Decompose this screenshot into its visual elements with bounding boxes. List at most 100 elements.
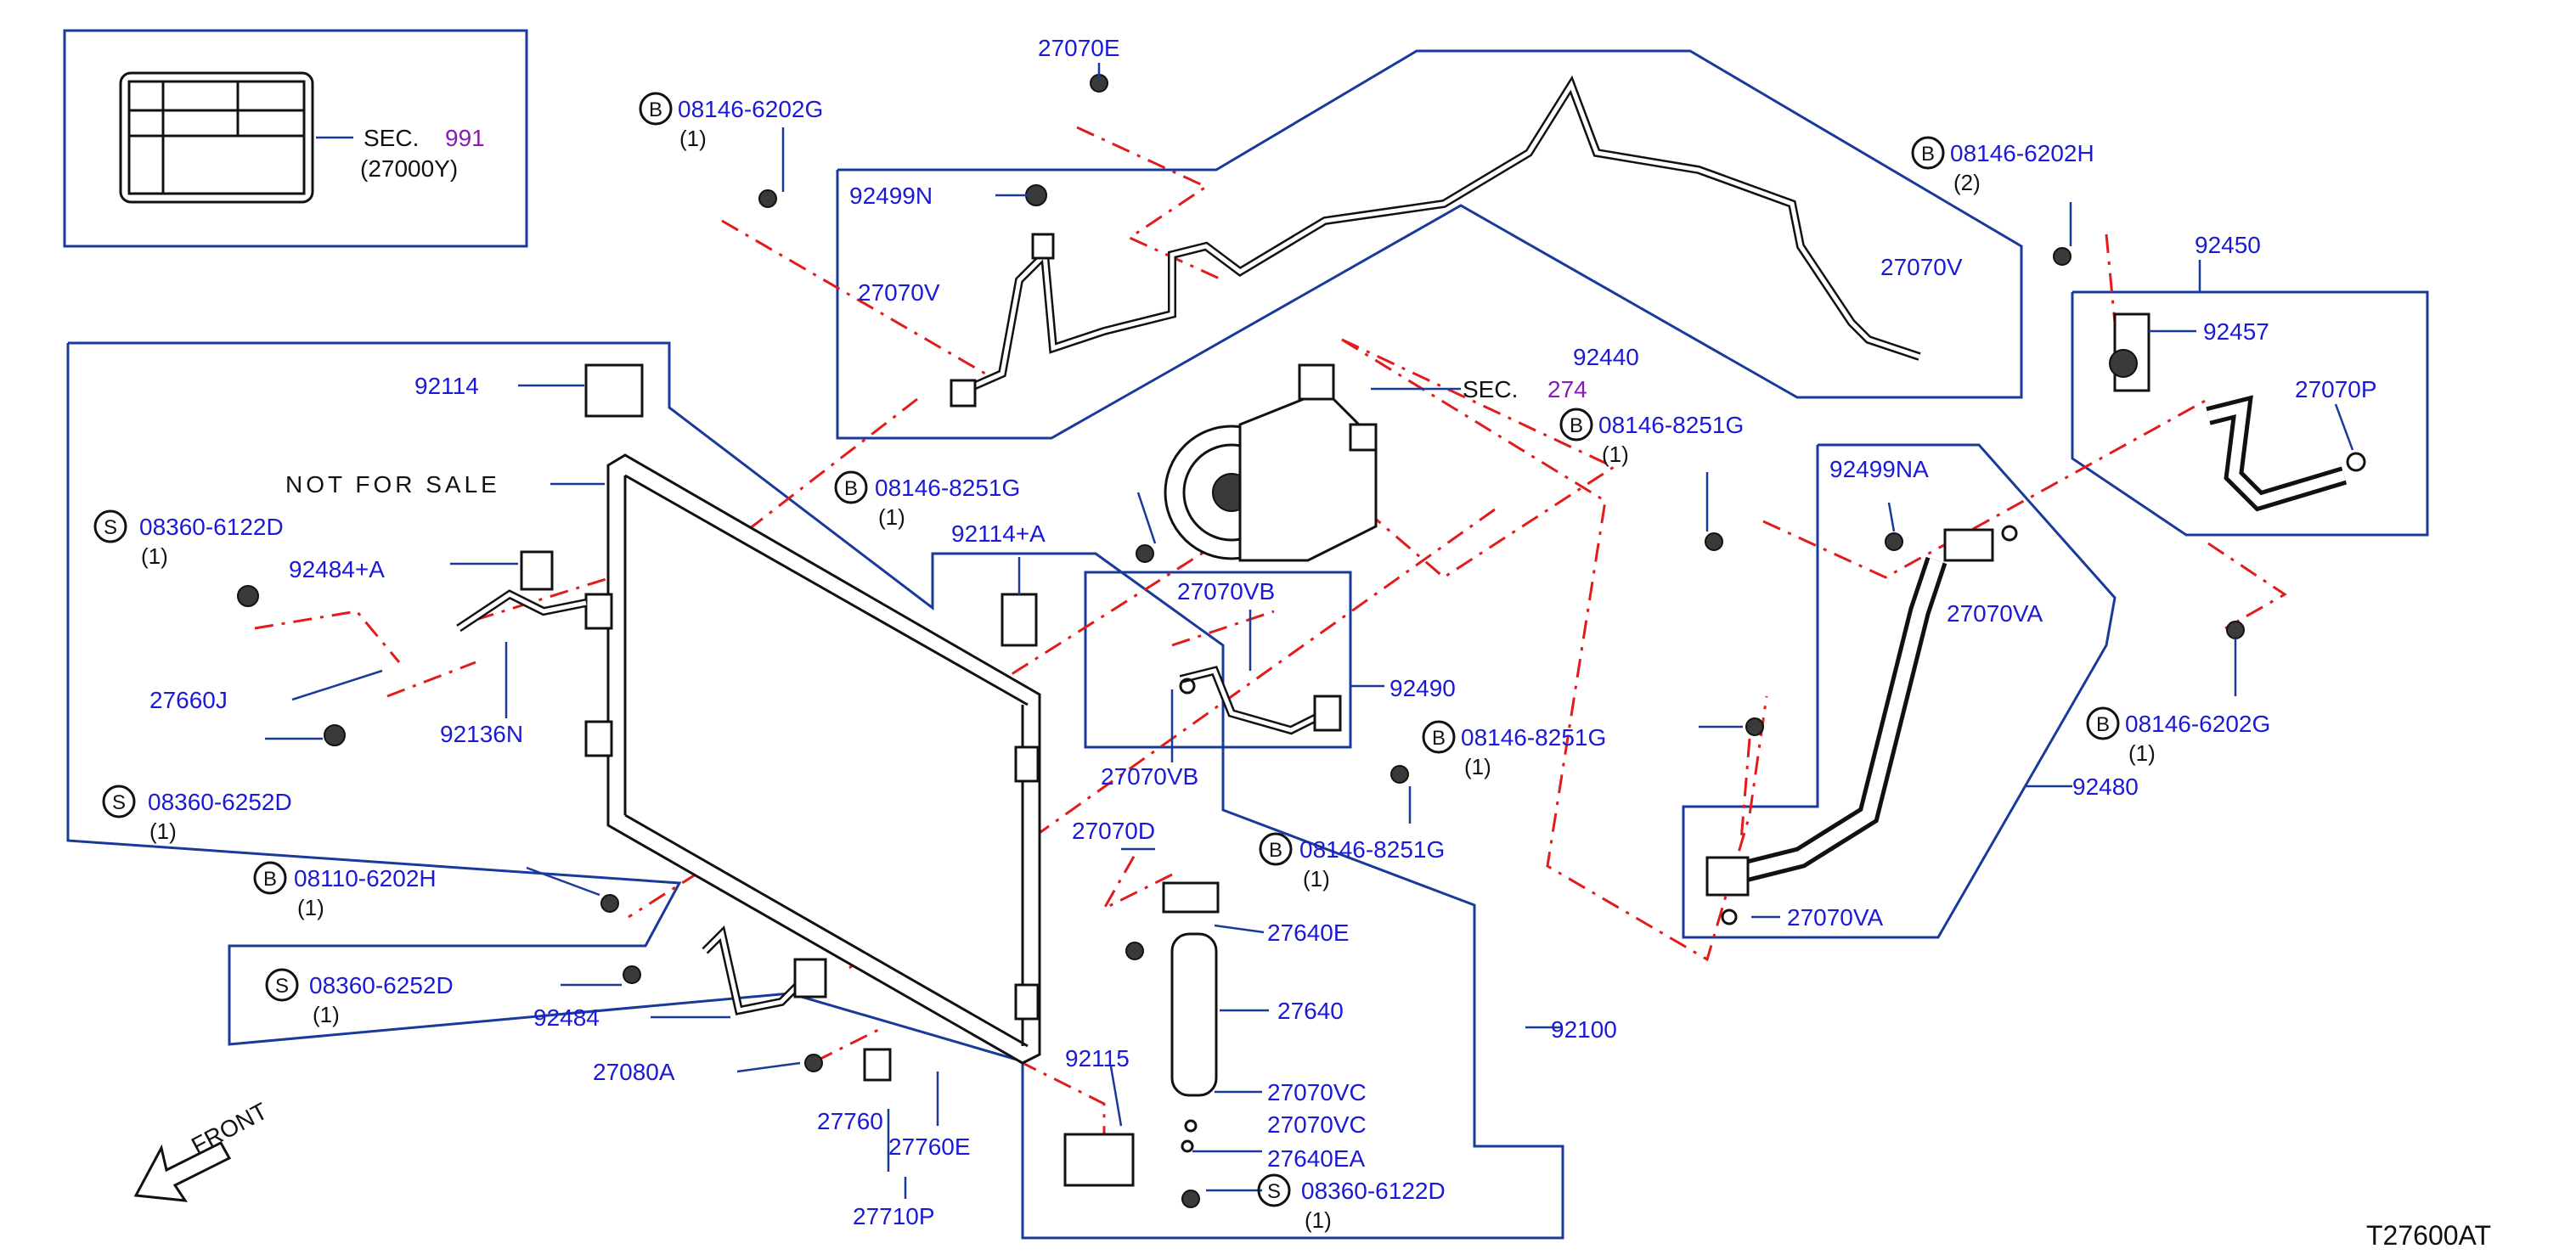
qty-08146-6202G-top: (1) bbox=[679, 126, 707, 151]
circle-letter: S bbox=[104, 516, 117, 539]
box-92480 bbox=[1682, 443, 2117, 939]
qty-08110-6202H: (1) bbox=[297, 895, 324, 920]
label-92499NA[interactable]: 92499NA bbox=[1829, 456, 1929, 482]
compressor-sec-number[interactable]: 274 bbox=[1547, 376, 1587, 402]
circle-letter: B bbox=[1921, 143, 1935, 166]
compressor-icon bbox=[1164, 363, 1378, 562]
label-08360-6122D-bottom[interactable]: 08360-6122D bbox=[1301, 1178, 1446, 1204]
qty-08146-8251G-b: (1) bbox=[878, 504, 905, 530]
label-08360-6252D-mid[interactable]: 08360-6252D bbox=[309, 972, 454, 998]
circle-b-icon bbox=[1259, 832, 1293, 866]
label-27070D[interactable]: 27070D bbox=[1072, 818, 1155, 844]
label-27070VA-bottom[interactable]: 27070VA bbox=[1787, 904, 1883, 931]
label-box-frame bbox=[63, 29, 528, 248]
label-92480[interactable]: 92480 bbox=[2072, 773, 2139, 800]
front-arrow-icon bbox=[133, 1141, 232, 1202]
label-08146-8251G-d[interactable]: 08146-8251G bbox=[1299, 836, 1445, 863]
label-27070VC-a[interactable]: 27070VC bbox=[1267, 1079, 1367, 1105]
circle-s-icon bbox=[265, 968, 299, 1002]
front-label: FRONT bbox=[187, 1098, 272, 1160]
label-27070VA-top[interactable]: 27070VA bbox=[1947, 600, 2043, 627]
label-08146-8251G-b[interactable]: 08146-8251G bbox=[875, 475, 1020, 501]
label-92136N[interactable]: 92136N bbox=[440, 721, 523, 747]
circle-b-icon bbox=[2086, 706, 2120, 740]
label-27760[interactable]: 27760 bbox=[817, 1108, 883, 1134]
circle-letter: B bbox=[1570, 414, 1583, 437]
receiver-drier-icon bbox=[1162, 881, 1220, 1097]
label-92484[interactable]: 92484 bbox=[533, 1004, 600, 1031]
parts bbox=[119, 71, 2366, 1208]
label-08360-6252D-left[interactable]: 08360-6252D bbox=[148, 789, 292, 815]
label-92450[interactable]: 92450 bbox=[2195, 232, 2261, 258]
label-27070V-left[interactable]: 27070V bbox=[858, 279, 940, 306]
label-08146-8251G-a[interactable]: 08146-8251G bbox=[1598, 412, 1744, 438]
label-27070VC-b[interactable]: 27070VC bbox=[1267, 1111, 1367, 1138]
qty-08360-6122D-left: (1) bbox=[141, 543, 168, 569]
label-08146-6202H[interactable]: 08146-6202H bbox=[1950, 140, 2094, 166]
circle-b-icon bbox=[253, 861, 287, 895]
label-92114A[interactable]: 92114+A bbox=[951, 520, 1046, 547]
label-92114[interactable]: 92114 bbox=[414, 373, 479, 399]
label-92499N[interactable]: 92499N bbox=[849, 183, 933, 209]
qty-08360-6122D-bottom: (1) bbox=[1305, 1207, 1332, 1233]
label-27070VB-bottom[interactable]: 27070VB bbox=[1101, 763, 1198, 790]
circle-b-icon bbox=[834, 470, 868, 504]
circle-letter: S bbox=[1267, 1180, 1281, 1203]
qty-08146-6202G-right: (1) bbox=[2128, 740, 2156, 766]
box-92490 bbox=[1084, 571, 1352, 749]
qty-08146-8251G-a: (1) bbox=[1602, 442, 1629, 467]
leader-lines bbox=[265, 63, 2354, 1199]
diagram-id: T27600AT bbox=[2366, 1220, 2491, 1251]
label-27760E[interactable]: 27760E bbox=[888, 1133, 971, 1160]
label-92115[interactable]: 92115 bbox=[1065, 1045, 1130, 1072]
pipe-92440 bbox=[950, 75, 1921, 408]
box-92100 bbox=[66, 341, 1564, 1240]
label-27070E[interactable]: 27070E bbox=[1038, 35, 1120, 61]
circle-b-icon bbox=[639, 92, 673, 126]
label-code: (27000Y) bbox=[360, 155, 458, 182]
callout-boxes bbox=[63, 29, 2429, 1240]
label-27640EA[interactable]: 27640EA bbox=[1267, 1145, 1366, 1172]
label-92490[interactable]: 92490 bbox=[1389, 675, 1456, 701]
part-92115-icon bbox=[1063, 1133, 1135, 1187]
qty-08146-6202H: (2) bbox=[1953, 170, 1981, 195]
label-92100[interactable]: 92100 bbox=[1551, 1016, 1617, 1043]
circle-letter: B bbox=[844, 477, 858, 500]
circle-letter: S bbox=[112, 791, 126, 814]
pipe-92484 bbox=[702, 925, 827, 1015]
bolts bbox=[237, 74, 2366, 1208]
circle-s-icon bbox=[93, 509, 127, 543]
label-sec-prefix: SEC. bbox=[364, 125, 419, 151]
box-92440 bbox=[836, 49, 2023, 440]
label-sec-number[interactable]: 991 bbox=[445, 125, 485, 151]
part-92114-icon bbox=[584, 363, 644, 418]
not-for-sale-label: NOT FOR SALE bbox=[285, 471, 500, 498]
label-08110-6202H[interactable]: 08110-6202H bbox=[294, 865, 437, 892]
circle-s-icon bbox=[102, 785, 136, 818]
label-92484A[interactable]: 92484+A bbox=[289, 556, 385, 582]
pipe-92490 bbox=[1179, 666, 1342, 735]
label-08146-6202G-top[interactable]: 08146-6202G bbox=[678, 96, 823, 122]
label-08146-8251G-c[interactable]: 08146-8251G bbox=[1461, 724, 1606, 751]
circle-letter: B bbox=[1432, 727, 1446, 750]
connection-lines bbox=[254, 126, 2287, 1155]
label-92457[interactable]: 92457 bbox=[2203, 318, 2269, 345]
labels: SEC. 991 (27000Y) 27070E B 08146-6202G (… bbox=[93, 35, 2491, 1251]
label-27640[interactable]: 27640 bbox=[1277, 998, 1344, 1024]
label-27070P[interactable]: 27070P bbox=[2295, 376, 2377, 402]
label-08146-6202G-right[interactable]: 08146-6202G bbox=[2125, 711, 2270, 737]
label-27710P[interactable]: 27710P bbox=[853, 1203, 935, 1229]
label-27080A[interactable]: 27080A bbox=[593, 1059, 675, 1085]
circle-b-icon bbox=[1422, 720, 1456, 754]
part-27760-icon bbox=[863, 1048, 892, 1082]
label-27070V-right[interactable]: 27070V bbox=[1880, 254, 1963, 280]
label-08360-6122D-left[interactable]: 08360-6122D bbox=[139, 514, 284, 540]
label-27640E[interactable]: 27640E bbox=[1267, 920, 1350, 946]
hose-92480 bbox=[1705, 528, 1994, 897]
label-27660J[interactable]: 27660J bbox=[149, 687, 228, 713]
label-27070VB-top[interactable]: 27070VB bbox=[1177, 578, 1275, 605]
condenser-icon bbox=[584, 453, 1041, 1065]
label-92440[interactable]: 92440 bbox=[1573, 344, 1639, 370]
circle-letter: B bbox=[263, 868, 277, 891]
